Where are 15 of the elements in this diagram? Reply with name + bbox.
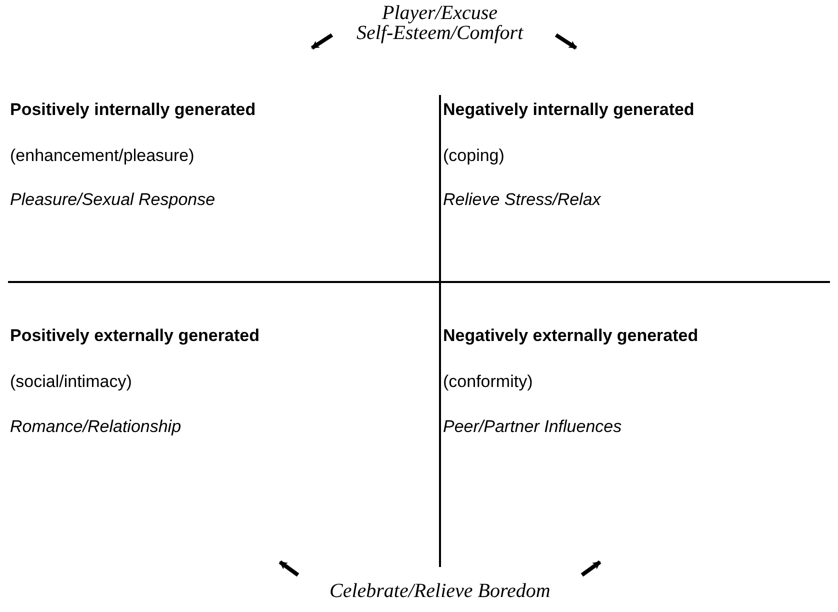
category-label: Self-Esteem/Comfort: [356, 22, 524, 45]
quadrant-subtitle: (coping): [443, 146, 504, 166]
category-label: Celebrate/Relieve Boredom: [330, 580, 550, 603]
quadrant-heading: Positively internally generated: [10, 100, 256, 120]
quadrant-subtitle: (conformity): [443, 372, 533, 392]
motive-label: Peer/Partner Influences: [443, 417, 622, 437]
quadrant-heading: Negatively externally generated: [443, 326, 698, 346]
motive-label: Relieve Stress/Relax: [443, 190, 601, 210]
quadrant-heading: Negatively internally generated: [443, 100, 694, 120]
quadrant-subtitle: (enhancement/pleasure): [10, 146, 194, 166]
quadrant-subtitle: (social/intimacy): [10, 372, 132, 392]
motive-label: Romance/Relationship: [10, 417, 182, 437]
motive-label: Pleasure/Sexual Response: [10, 190, 216, 210]
category-label: Player/Excuse: [382, 2, 498, 24]
quadrant-heading: Positively externally generated: [10, 326, 260, 346]
